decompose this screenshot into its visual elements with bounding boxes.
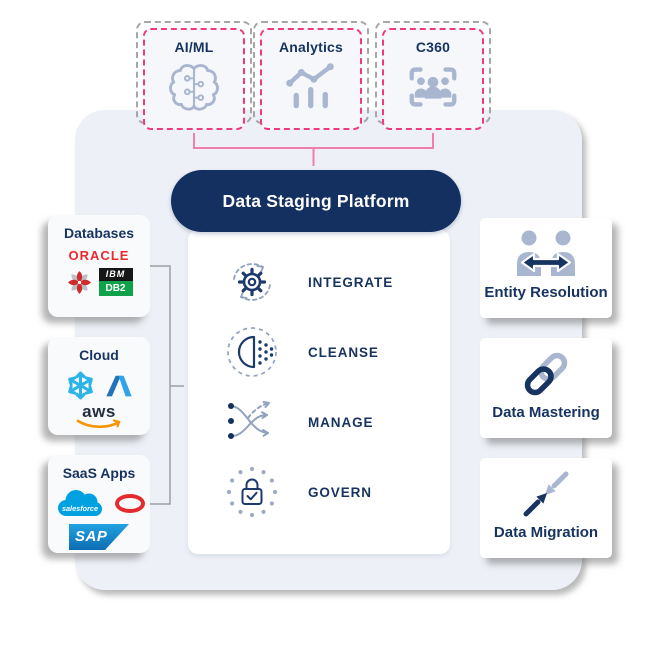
capability-icon-cell xyxy=(222,254,282,310)
aws-smile-icon xyxy=(76,419,121,429)
source-box-cloud: Cloud aws xyxy=(48,337,150,435)
capability-icon-cell xyxy=(222,394,282,450)
capability-row-cleanse: CLEANSE xyxy=(188,317,450,387)
salesforce-logo-text: salesforce xyxy=(62,504,98,513)
sap-logo: SAP xyxy=(69,524,129,550)
cleanse-filter-icon xyxy=(227,327,277,377)
service-box-entity-resolution: Entity Resolution xyxy=(480,218,612,318)
service-box-data-mastering: Data Mastering xyxy=(480,338,612,438)
service-label: Data Mastering xyxy=(492,404,600,421)
capability-row-govern: GOVERN xyxy=(188,457,450,527)
source-title: Cloud xyxy=(79,347,119,363)
oracle-ring-logo-icon xyxy=(115,493,145,513)
bar-line-chart-icon xyxy=(286,63,334,109)
app-label: AI/ML xyxy=(174,39,214,55)
capability-icon-cell xyxy=(222,324,282,380)
app-box-aiml: AI/ML xyxy=(136,21,252,130)
app-label: Analytics xyxy=(278,39,344,55)
service-label: Data Migration xyxy=(493,524,599,541)
converging-arrows-icon xyxy=(523,471,569,517)
capability-row-integrate: INTEGRATE xyxy=(188,247,450,317)
aws-logo: aws xyxy=(76,402,122,430)
source-box-saas: SaaS Apps salesforce SAP xyxy=(48,455,150,553)
sql-server-logo-icon xyxy=(67,270,91,294)
db2-logo-text: DB2 xyxy=(98,281,133,296)
capability-label: MANAGE xyxy=(308,414,374,430)
source-box-databases: Databases ORACLE IBM xyxy=(48,215,150,317)
source-title: Databases xyxy=(63,225,135,241)
flow-arrows-icon xyxy=(228,401,270,439)
aws-logo-text: aws xyxy=(82,402,116,421)
ibm-db2-logo: IBM DB2 xyxy=(98,268,133,296)
snowflake-logo-icon xyxy=(67,371,93,400)
app-label: C360 xyxy=(415,39,451,55)
capability-label: INTEGRATE xyxy=(308,274,394,290)
platform-panel: INTEGRATE CLEANSE xyxy=(188,230,450,554)
capability-label: CLEANSE xyxy=(308,344,379,360)
brain-circuit-icon xyxy=(169,64,219,111)
app-box-face: C360 xyxy=(382,28,484,130)
sync-gear-icon xyxy=(233,263,271,301)
ibm-logo-text: IBM xyxy=(98,268,133,281)
capability-icon-cell xyxy=(222,464,282,520)
app-box-c360: C360 xyxy=(375,21,491,130)
azure-logo-icon xyxy=(105,375,132,396)
app-box-analytics: Analytics xyxy=(253,21,369,130)
source-title: SaaS Apps xyxy=(62,465,136,481)
app-box-face: Analytics xyxy=(260,28,362,130)
oracle-logo: ORACLE xyxy=(68,248,130,263)
customer-group-frame-icon xyxy=(409,67,457,107)
chain-links-icon xyxy=(524,352,568,396)
salesforce-logo-icon: salesforce xyxy=(58,490,102,516)
platform-title: Data Staging Platform xyxy=(222,190,410,211)
people-exchange-icon xyxy=(517,230,575,276)
app-box-face: AI/ML xyxy=(143,28,245,130)
capability-label: GOVERN xyxy=(308,484,372,500)
lock-check-icon xyxy=(226,466,278,518)
service-box-data-migration: Data Migration xyxy=(480,458,612,558)
capability-row-manage: MANAGE xyxy=(188,387,450,457)
service-label: Entity Resolution xyxy=(484,284,608,301)
platform-title-pill: Data Staging Platform xyxy=(171,170,461,232)
